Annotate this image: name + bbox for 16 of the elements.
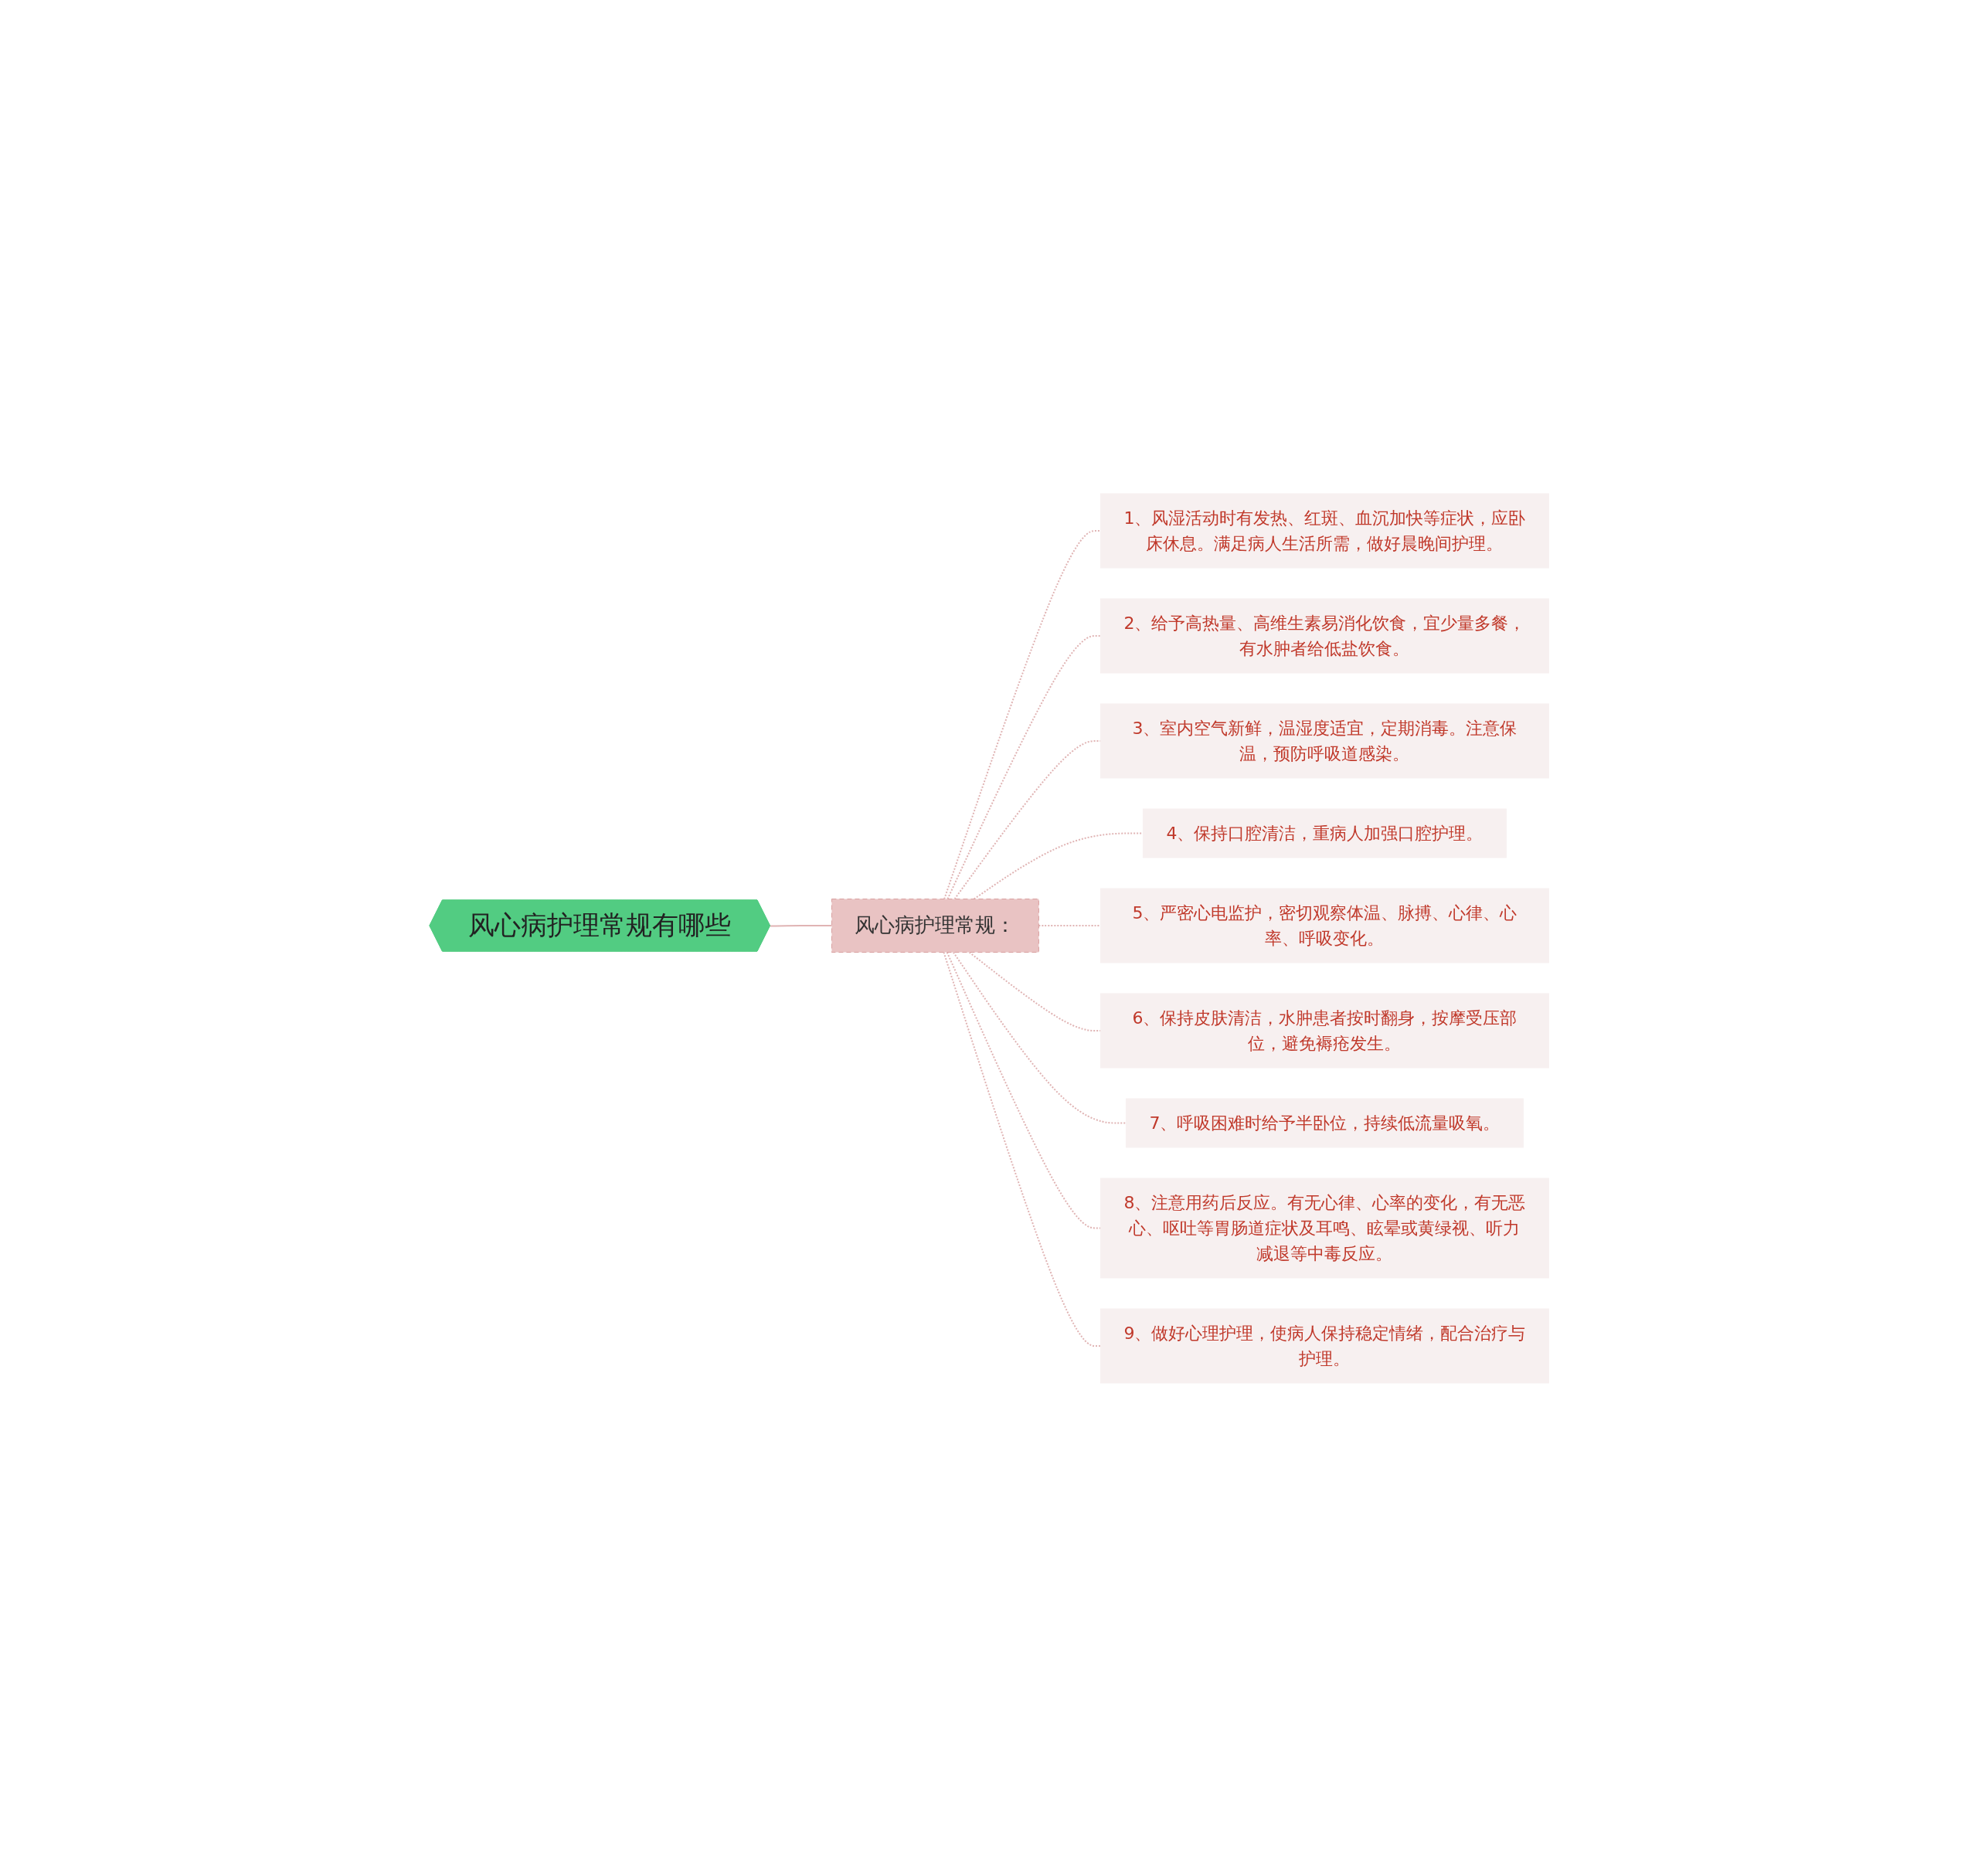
node-box: 4、保持口腔清洁，重病人加强口腔护理。 xyxy=(1142,808,1507,858)
node-box: 3、室内空气新鲜，温湿度适宜，定期消毒。注意保温，预防呼吸道感染。 xyxy=(1099,703,1549,778)
node-box: 1、风湿活动时有发热、红斑、血沉加快等症状，应卧床休息。满足病人生活所需，做好晨晚间护理。 xyxy=(1099,493,1549,568)
node-box: 风心病护理常规： xyxy=(831,898,1039,953)
connector xyxy=(943,529,1102,899)
node-box: 9、做好心理护理，使病人保持稳定情绪，配合治疗与护理。 xyxy=(1099,1308,1549,1383)
connector xyxy=(952,951,1127,1123)
connector xyxy=(769,924,833,926)
node-box: 2、给予高热量、高维生素易消化饮食，宜少量多餐，有水肿者给低盐饮食。 xyxy=(1099,598,1549,673)
node-box: 8、注意用药后反应。有无心律、心率的变化，有无恶心、呕吐等胃肠道症状及耳鸣、眩晕或黄绿视、听力减退等中毒反应。 xyxy=(1099,1178,1549,1278)
node-box: 7、呼吸困难时给予半卧位，持续低流量吸氧。 xyxy=(1125,1098,1524,1147)
connector xyxy=(946,951,1102,1229)
node-box: 6、保持皮肤清洁，水肿患者按时翻身，按摩受压部位，避免褥疮发生。 xyxy=(1099,993,1549,1068)
connector xyxy=(943,951,1102,1347)
connector xyxy=(947,634,1102,899)
node-box: 5、严密心电监护，密切观察体温、脉搏、心律、心率、呼吸变化。 xyxy=(1099,888,1549,963)
